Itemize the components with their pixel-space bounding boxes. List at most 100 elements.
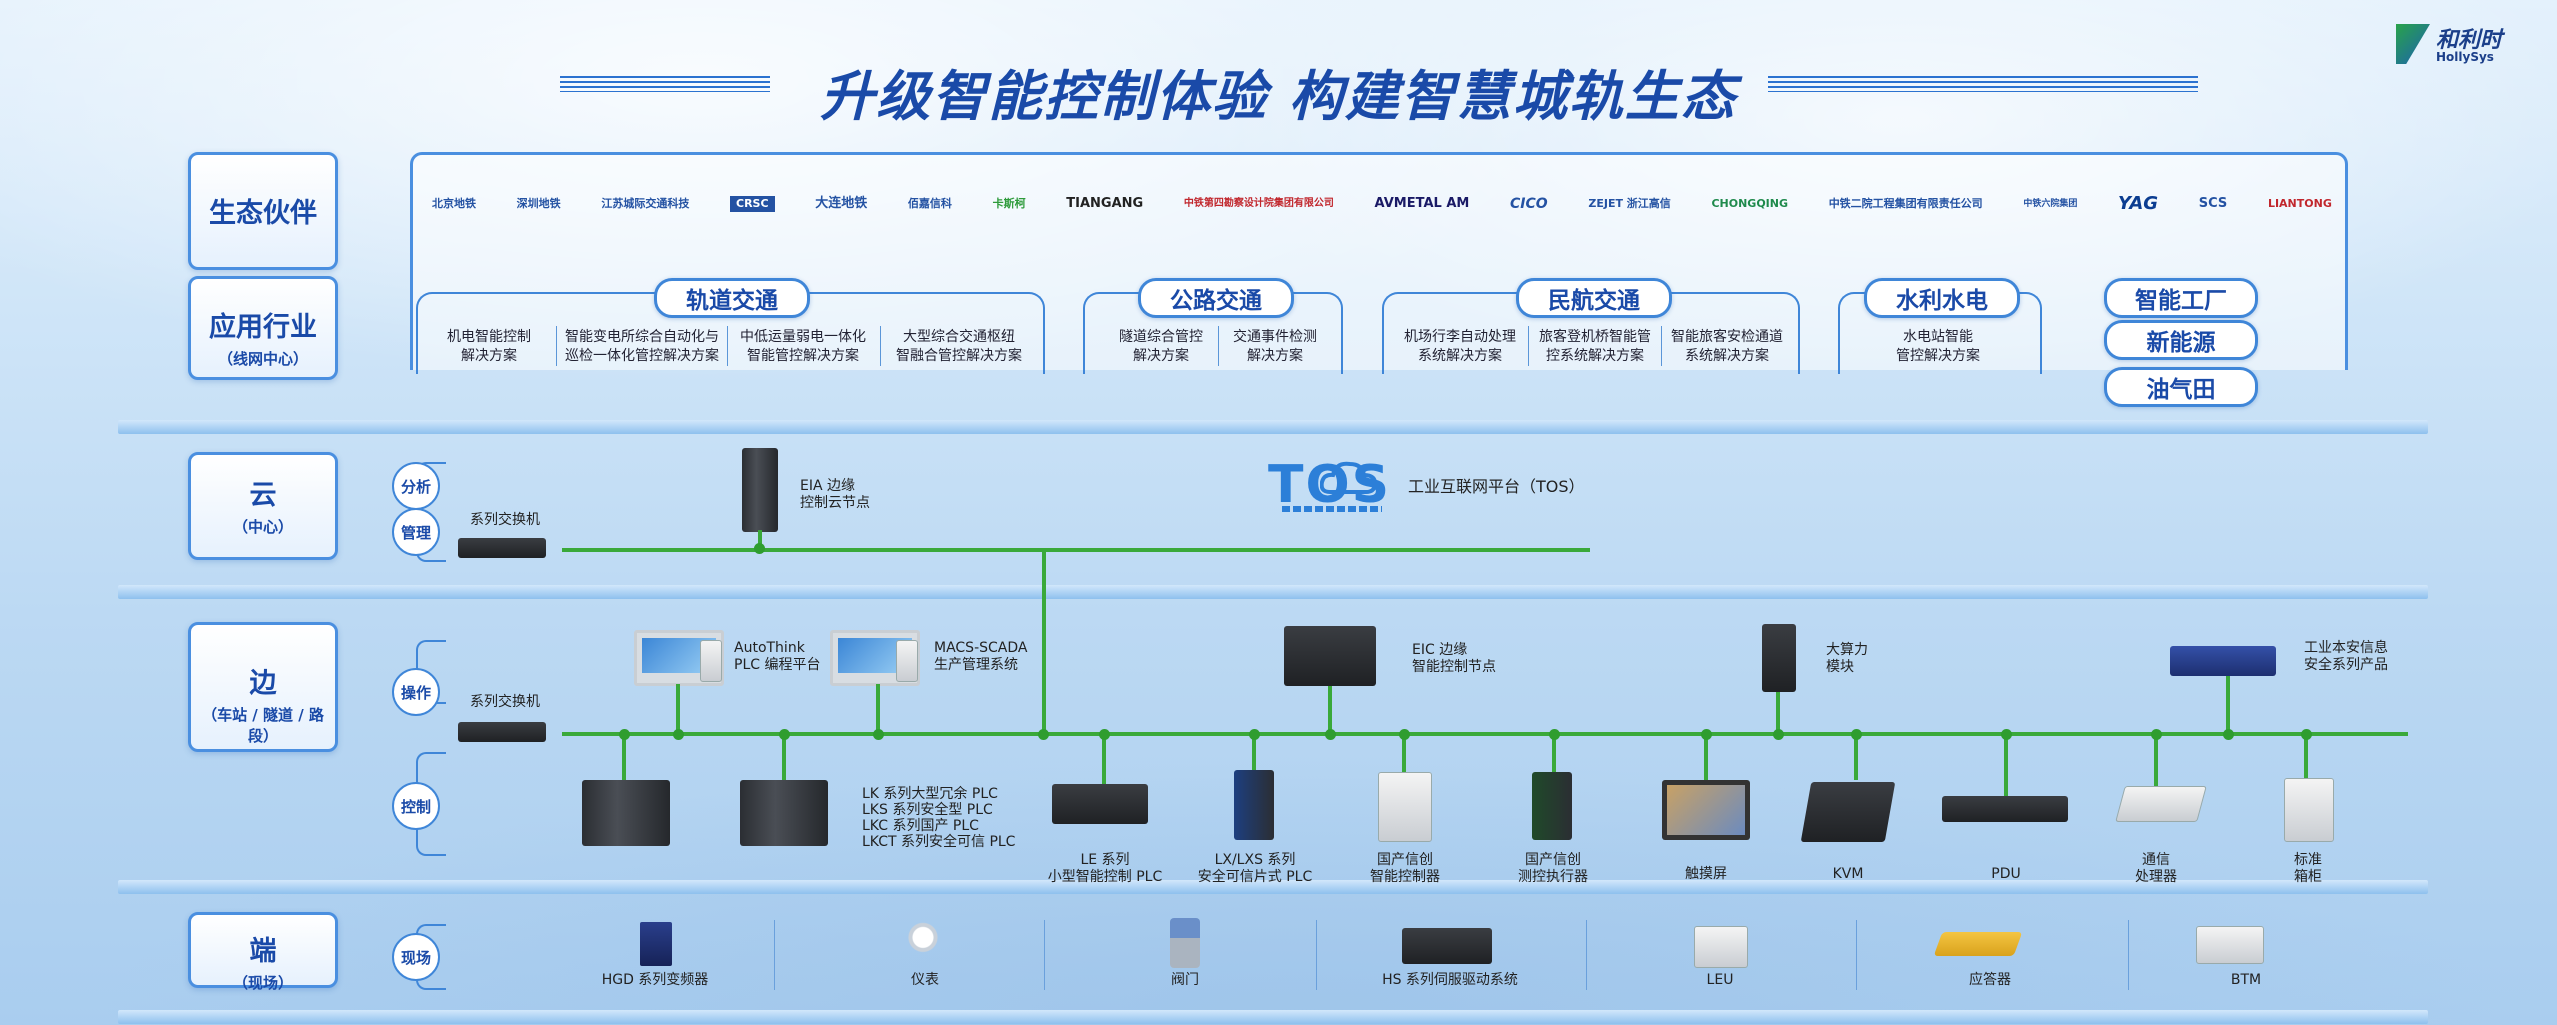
pdu-icon [1942, 796, 2068, 822]
solution-rail-4: 大型综合交通枢纽 智融合管控解决方案 [896, 329, 1022, 364]
partner-logo: TIANGANG [1066, 196, 1144, 211]
solution-rail-3: 中低运量弱电一体化 智能管控解决方案 [740, 329, 866, 364]
page-title: 升级智能控制体验 构建智慧城轨生态 [820, 65, 1737, 128]
layer-edge: 边 （车站 / 隧道 / 路段） [188, 622, 338, 752]
autothink-pc-icon [700, 640, 722, 682]
company-logo: 和利时 HollySys [2396, 20, 2506, 68]
partner-logo: 北京地铁 [432, 197, 476, 210]
lk-label: LK 系列大型冗余 PLC LKS 系列安全型 PLC LKC 系列国产 PLC… [862, 786, 1016, 850]
balise-icon [1933, 932, 2023, 956]
partner-logo: 中铁二院工程集团有限责任公司 [1828, 197, 1983, 210]
divider [1044, 920, 1045, 990]
kvm-icon [1800, 782, 1896, 842]
bus-node [873, 729, 884, 740]
solution-rail-1: 机电智能控制 解决方案 [447, 329, 531, 364]
dev-link [1854, 734, 1858, 780]
tos-cloud-icon [1320, 461, 1378, 494]
divider [1586, 920, 1587, 990]
autothink-label: AutoThink PLC 编程平台 [734, 640, 821, 673]
divider [556, 326, 557, 366]
divider [1856, 920, 1857, 990]
partner-logo: 卡斯柯 [992, 197, 1026, 210]
floor-plate-edge [118, 880, 2428, 894]
lk-plc-rack-icon [582, 780, 670, 846]
lk-plc-rack-icon [740, 780, 828, 846]
solution-road-1: 隧道综合管控 解决方案 [1119, 329, 1203, 364]
bus-node [1773, 729, 1784, 740]
lk-link-2 [782, 734, 786, 780]
field-label: LEU [1706, 972, 1734, 988]
bubble-manage: 管理 [392, 508, 440, 556]
partner-logos: 北京地铁 深圳地铁 江苏城际交通科技 CRSC 大连地铁 佰嘉信科 卡斯柯 TI… [432, 182, 2332, 226]
dev-link [1102, 734, 1106, 784]
device-label: PDU [1991, 866, 2021, 882]
divider [774, 920, 775, 990]
inverter-icon [640, 922, 672, 966]
bubble-analysis: 分析 [392, 462, 440, 510]
device-label: LE 系列 小型智能控制 PLC [1047, 852, 1163, 885]
bus-node [2301, 729, 2312, 740]
solution-water-1: 水电站智能 管控解决方案 [1896, 329, 1980, 364]
divider [1661, 326, 1662, 366]
servo-drive-icon [1402, 928, 1492, 964]
comm-processor-icon [2115, 786, 2207, 822]
tos-logo: TOS [1268, 455, 1392, 515]
partner-panel [410, 152, 2348, 370]
dev-link [1402, 734, 1406, 772]
device-label: KVM [1832, 866, 1864, 882]
partner-logo: CRSC [730, 196, 775, 212]
touchscreen-icon [1662, 780, 1750, 840]
btm-icon [2196, 926, 2264, 964]
divider [2128, 920, 2129, 990]
floor-plate-cloud [118, 585, 2428, 599]
valve-icon [1170, 918, 1200, 968]
partner-logo: YAG [2118, 193, 2159, 214]
device-label: 国产信创 测控执行器 [1518, 852, 1588, 885]
partner-logo: AVMETAL AM [1374, 196, 1470, 211]
field-label: 仪表 [911, 972, 939, 988]
field-label: BTM [2230, 972, 2262, 988]
bus-node [754, 543, 765, 554]
bus-node [1701, 729, 1712, 740]
partner-logo: CHONGQING [1711, 197, 1789, 210]
bus-node [1249, 729, 1260, 740]
solution-air-3: 智能旅客安检通道 系统解决方案 [1671, 329, 1783, 364]
solution-air-1: 机场行李自动处理 系统解决方案 [1404, 329, 1516, 364]
field-label: 应答器 [1969, 972, 2011, 988]
tos-label: 工业互联网平台（TOS） [1408, 477, 1585, 496]
pill-rail: 轨道交通 [654, 278, 810, 318]
divider [1528, 326, 1529, 366]
bus-node [1549, 729, 1560, 740]
meter-icon [906, 922, 940, 966]
floor-plate-end [118, 1010, 2428, 1024]
security-appliance-icon [2170, 646, 2276, 676]
dev-link [2004, 734, 2008, 796]
edge-switch-icon [458, 722, 546, 742]
partner-logo: SCS [2198, 196, 2228, 211]
bubble-operate: 操作 [392, 668, 440, 716]
divider [727, 326, 728, 366]
cloud-switch-icon [458, 538, 546, 558]
title-deco-right [1768, 76, 2198, 92]
eic-label: EIC 边缘 智能控制节点 [1412, 642, 1496, 675]
partner-logo: 江苏城际交通科技 [601, 197, 690, 210]
leu-icon [1694, 926, 1748, 968]
cloud-edge-uplink [1042, 548, 1046, 734]
compute-module-icon [1762, 624, 1796, 692]
partner-logo: 大连地铁 [815, 196, 868, 211]
measure-actuator-icon [1532, 772, 1572, 840]
edge-switch-label: 系列交换机 [470, 694, 540, 710]
eia-label: EIA 边缘 控制云节点 [800, 478, 870, 511]
device-label: 通信 处理器 [2135, 852, 2177, 885]
device-label: 标准 箱柜 [2294, 852, 2322, 885]
bus-node [1099, 729, 1110, 740]
macs-link [876, 684, 880, 734]
floor-plate-industry [118, 420, 2428, 434]
partner-logo: 深圳地铁 [516, 197, 561, 210]
pill-air: 民航交通 [1516, 278, 1672, 318]
smart-controller-icon [1378, 772, 1432, 842]
divider [1316, 920, 1317, 990]
cabinet-icon [2284, 778, 2334, 842]
pill-new-energy: 新能源 [2104, 320, 2258, 360]
bus-node [2223, 729, 2234, 740]
